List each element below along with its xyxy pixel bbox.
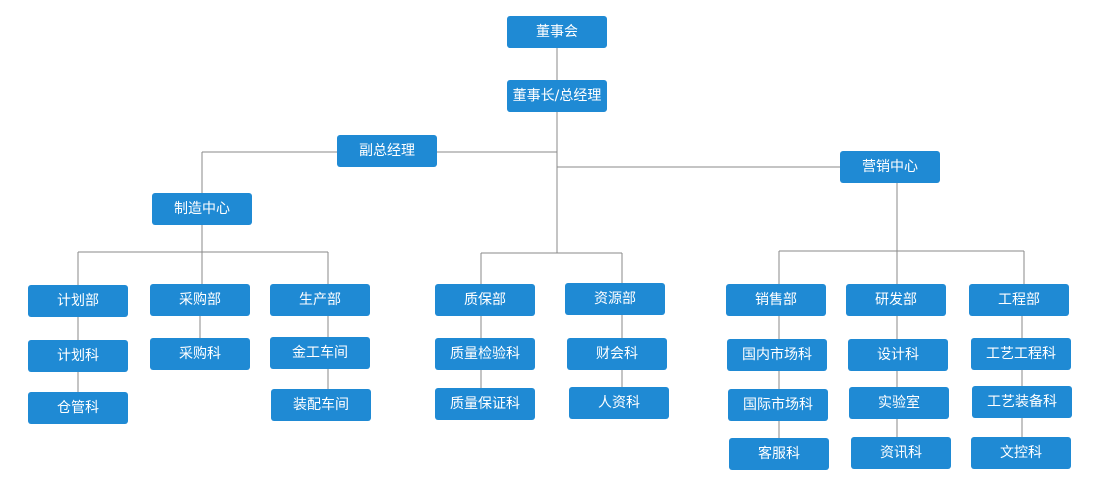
node-metalwork-workshop: 金工车间 [270, 337, 370, 369]
node-marketing-center: 营销中心 [840, 151, 940, 183]
node-qa-dept: 质保部 [435, 284, 535, 316]
node-purchasing-dept: 采购部 [150, 284, 250, 316]
node-resources-dept: 资源部 [565, 283, 665, 315]
node-process-engineering-section: 工艺工程科 [971, 338, 1071, 370]
node-process-equipment-section: 工艺装备科 [972, 386, 1072, 418]
node-customer-service-section: 客服科 [729, 438, 829, 470]
node-vp: 副总经理 [337, 135, 437, 167]
node-quality-inspection-section: 质量检验科 [435, 338, 535, 370]
node-board: 董事会 [507, 16, 607, 48]
node-mfg-center: 制造中心 [152, 193, 252, 225]
node-domestic-market-section: 国内市场科 [727, 339, 827, 371]
node-rd-dept: 研发部 [846, 284, 946, 316]
node-purchasing-section: 采购科 [150, 338, 250, 370]
node-engineering-dept: 工程部 [969, 284, 1069, 316]
node-warehouse-section: 仓管科 [28, 392, 128, 424]
node-planning-dept: 计划部 [28, 285, 128, 317]
node-lab: 实验室 [849, 387, 949, 419]
node-document-control-section: 文控科 [971, 437, 1071, 469]
node-info-section: 资讯科 [851, 437, 951, 469]
node-intl-market-section: 国际市场科 [728, 389, 828, 421]
node-sales-dept: 销售部 [726, 284, 826, 316]
node-production-dept: 生产部 [270, 284, 370, 316]
node-hr-section: 人资科 [569, 387, 669, 419]
node-chairman: 董事长/总经理 [507, 80, 607, 112]
node-design-section: 设计科 [848, 339, 948, 371]
node-finance-section: 财会科 [567, 338, 667, 370]
node-quality-assurance-section: 质量保证科 [435, 388, 535, 420]
node-planning-section: 计划科 [28, 340, 128, 372]
node-assembly-workshop: 装配车间 [271, 389, 371, 421]
